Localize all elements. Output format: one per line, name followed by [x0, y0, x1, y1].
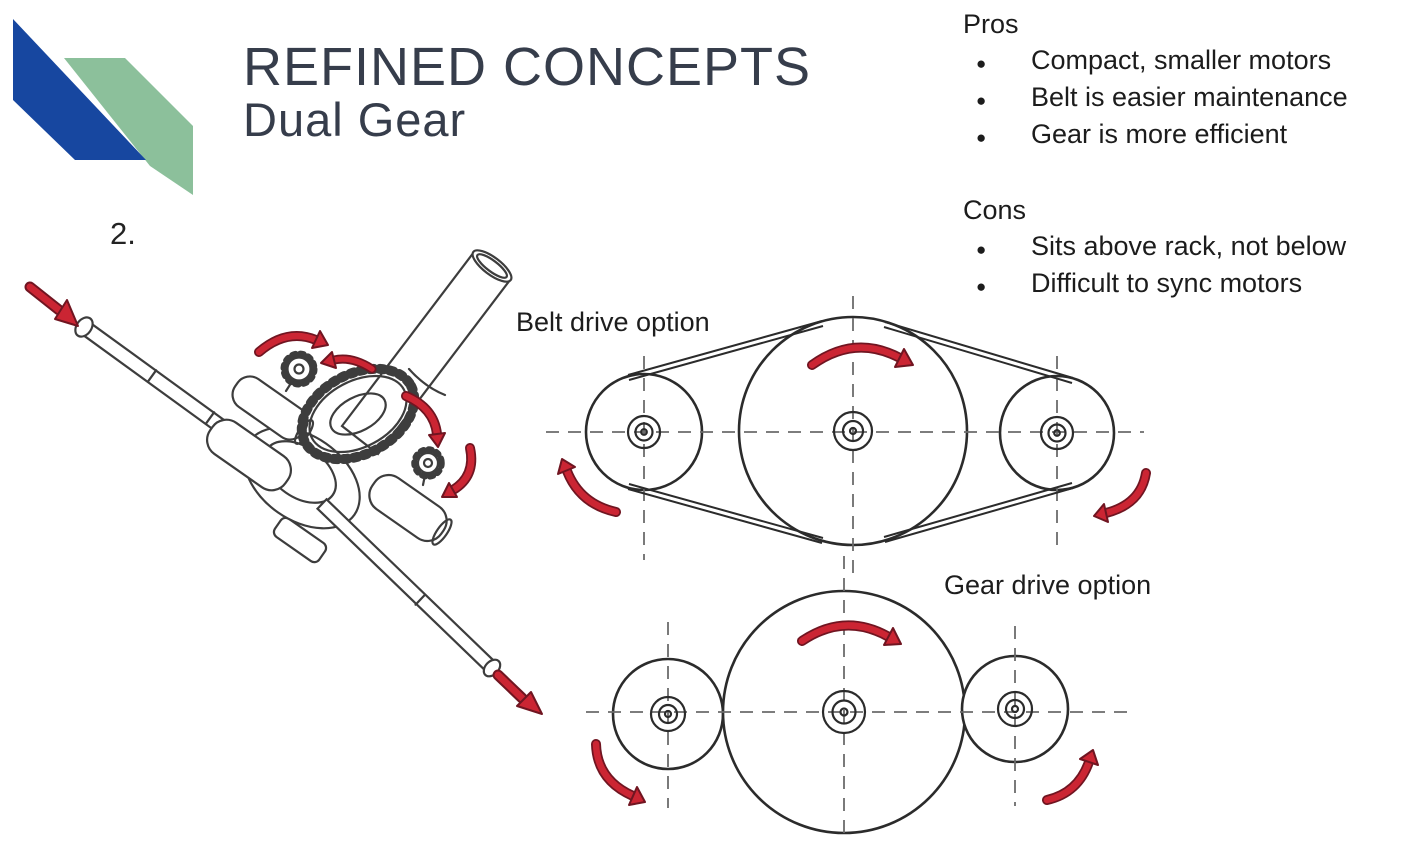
cons-item-text: Sits above rack, not below: [1031, 231, 1347, 261]
pros-list: ● Compact, smaller motors ● Belt is easi…: [963, 45, 1403, 156]
belt-drive-label: Belt drive option: [516, 307, 710, 337]
belt-drive-diagram: [546, 296, 1151, 578]
list-item: ● Belt is easier maintenance: [963, 82, 1403, 119]
figure-number: 2.: [110, 216, 136, 251]
logo-blue-shape: [13, 19, 146, 160]
bullet-dot-icon: ●: [976, 128, 987, 147]
title-block: REFINED CONCEPTS Dual Gear: [243, 40, 811, 143]
rotation-arrow: [557, 458, 621, 517]
rotation-arrow: [591, 739, 646, 806]
pros-item-text: Compact, smaller motors: [1031, 45, 1332, 75]
gear-hubs: [649, 689, 1034, 735]
list-item: ● Difficult to sync motors: [963, 268, 1403, 305]
rotation-arrow: [807, 342, 914, 370]
rotation-arrow: [254, 330, 329, 357]
input-direction-arrow: [24, 281, 79, 327]
rotation-arrow: [320, 351, 377, 374]
cons-list: ● Sits above rack, not below ● Difficult…: [963, 231, 1403, 305]
sketch-arrows: [24, 281, 543, 715]
cons-heading: Cons: [963, 195, 1027, 225]
gear-drive-label: Gear drive option: [944, 570, 1152, 600]
pros-section: Pros ● Compact, smaller motors ● Belt is…: [963, 8, 1403, 156]
pinion-gears: [280, 350, 445, 487]
dual-gear-sketch: [74, 249, 513, 678]
pros-item-text: Belt is easier maintenance: [1031, 82, 1348, 112]
pulley-hubs: [626, 410, 1075, 452]
pros-item-text: Gear is more efficient: [1031, 119, 1288, 149]
belt-lines: [627, 320, 1074, 544]
company-logo: [13, 19, 193, 195]
page-subtitle: Dual Gear: [243, 93, 467, 146]
rotation-arrow: [401, 391, 446, 448]
pros-heading: Pros: [963, 9, 1019, 39]
list-item: ● Sits above rack, not below: [963, 231, 1403, 268]
rotation-arrow: [1093, 468, 1151, 523]
crown-gear: [296, 363, 420, 465]
bullet-dot-icon: ●: [976, 240, 987, 259]
rotation-arrow: [1042, 749, 1099, 805]
output-direction-arrow: [492, 669, 543, 715]
upper-tube: [340, 249, 513, 456]
cons-section: Cons ● Sits above rack, not below ● Diff…: [963, 194, 1403, 305]
rotation-arrow: [441, 443, 477, 498]
page-title: REFINED CONCEPTS: [243, 37, 812, 97]
list-item: ● Gear is more efficient: [963, 119, 1403, 156]
gear-drive-diagram: [586, 556, 1136, 838]
rotation-arrow: [797, 620, 902, 646]
cons-item-text: Difficult to sync motors: [1031, 268, 1303, 298]
list-item: ● Compact, smaller motors: [963, 45, 1403, 82]
logo-green-shape: [64, 58, 193, 195]
bullet-dot-icon: ●: [976, 91, 987, 110]
bullet-dot-icon: ●: [976, 277, 987, 296]
bullet-dot-icon: ●: [976, 54, 987, 73]
